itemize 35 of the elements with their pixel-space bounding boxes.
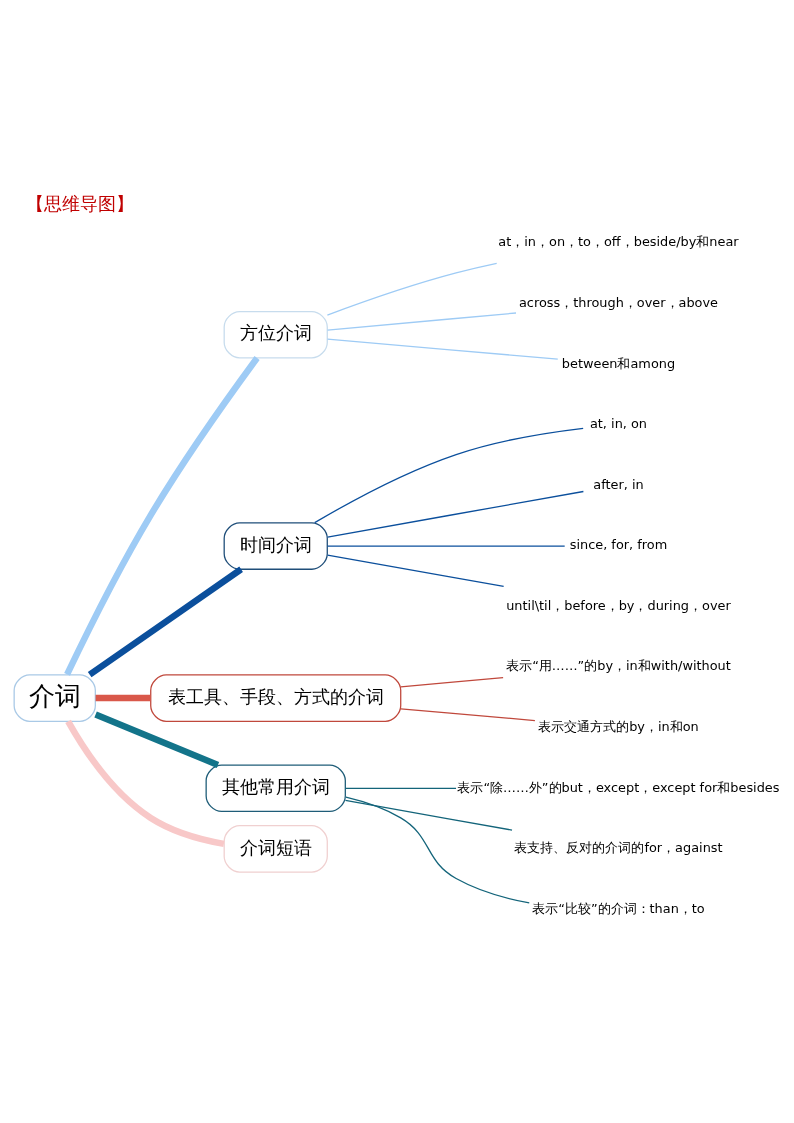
node-text: at, in, on <box>589 416 647 432</box>
node-box: 方位介词 <box>223 310 328 359</box>
connector <box>63 356 260 676</box>
node-text: between和among <box>561 355 675 371</box>
node-text: after, in <box>592 476 644 492</box>
node-box: 表工具、手段、方式的介词 <box>149 674 401 722</box>
connector <box>326 490 584 538</box>
node-text: 表示“比较”的介词：than，to <box>531 900 705 916</box>
connector <box>326 545 565 547</box>
connector <box>87 566 243 678</box>
connector <box>399 676 504 688</box>
node-text: until\til，before，by，during，over <box>505 597 731 613</box>
node-text: 表支持、反对的介词的for，against <box>513 840 723 856</box>
connector <box>326 554 504 588</box>
node-box: 介词短语 <box>223 825 328 873</box>
node-text: since, for, from <box>569 537 667 553</box>
connector <box>344 796 530 904</box>
node-box: 时间介词 <box>223 522 328 570</box>
diagram-title: 【思维导图】 <box>25 192 134 214</box>
node-text: across，through，over，above <box>518 295 718 311</box>
node-text: 表示“用……”的by，in和with/without <box>505 658 731 674</box>
connector <box>326 338 558 360</box>
connector <box>313 427 584 524</box>
connector <box>64 719 224 847</box>
connector <box>326 262 497 316</box>
node-text: 表示“除……外”的but，except，except for和besides <box>456 779 780 795</box>
node-text: 表示交通方式的by，in和on <box>537 718 699 734</box>
node-text: at，in，on，to，off，beside/by和near <box>497 234 739 250</box>
connector <box>344 787 457 789</box>
node-box: 其他常用介词 <box>205 764 346 813</box>
connector <box>93 711 219 768</box>
connector <box>399 708 536 722</box>
node-box: 介词 <box>13 674 96 722</box>
connector <box>326 312 517 331</box>
connector <box>344 799 513 831</box>
